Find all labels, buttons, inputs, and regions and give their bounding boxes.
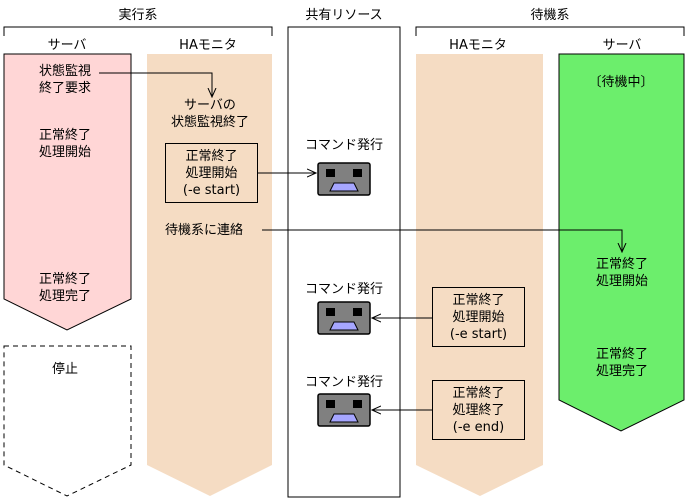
standby-start-box: 正常終了 処理開始 (-e start) (432, 287, 525, 347)
disk-device-icon (317, 162, 371, 196)
stopped-label: 停止 (52, 362, 79, 377)
stopped-lane (3, 345, 132, 497)
command-issue-3: コマンド発行 (304, 375, 384, 390)
active-server-lane (3, 53, 132, 331)
standby-waiting-label: 〔待機中〕 (588, 75, 654, 90)
monitor-end-request: 状態監視 終了要求 (39, 64, 92, 96)
monitor-end-label: サーバの 状態監視終了 (170, 98, 250, 130)
active-shutdown-start: 正常終了 処理開始 (39, 128, 92, 160)
active-shutdown-complete: 正常終了 処理完了 (39, 272, 92, 304)
active-monitor-lane (147, 54, 272, 496)
standby-end-box: 正常終了 処理終了 (-e end) (432, 380, 525, 440)
standby-shutdown-complete: 正常終了 処理完了 (595, 347, 649, 379)
disk-device-icon (317, 301, 371, 335)
active-group-bracket (3, 26, 273, 36)
standby-shutdown-start: 正常終了 処理開始 (595, 257, 649, 289)
arrow-request-to-monitor (99, 72, 212, 97)
standby-group-bracket (415, 26, 685, 36)
command-issue-1: コマンド発行 (304, 138, 384, 153)
standby-server-header: サーバ (602, 38, 642, 53)
standby-monitor-header: HAモニタ (449, 38, 507, 53)
active-group-title: 実行系 (118, 8, 158, 23)
active-server-header: サーバ (47, 38, 87, 53)
standby-group-title: 待機系 (530, 8, 570, 23)
standby-monitor-lane (416, 54, 543, 496)
command-issue-2: コマンド発行 (304, 282, 384, 297)
arrow-notify-standby (262, 229, 622, 252)
shared-group-title: 共有リソース (305, 8, 383, 23)
active-monitor-header: HAモニタ (179, 38, 237, 53)
active-start-box: 正常終了 処理開始 (-e start) (165, 143, 258, 203)
notify-standby-label: 待機系に連絡 (165, 223, 244, 238)
disk-device-icon (317, 393, 371, 427)
